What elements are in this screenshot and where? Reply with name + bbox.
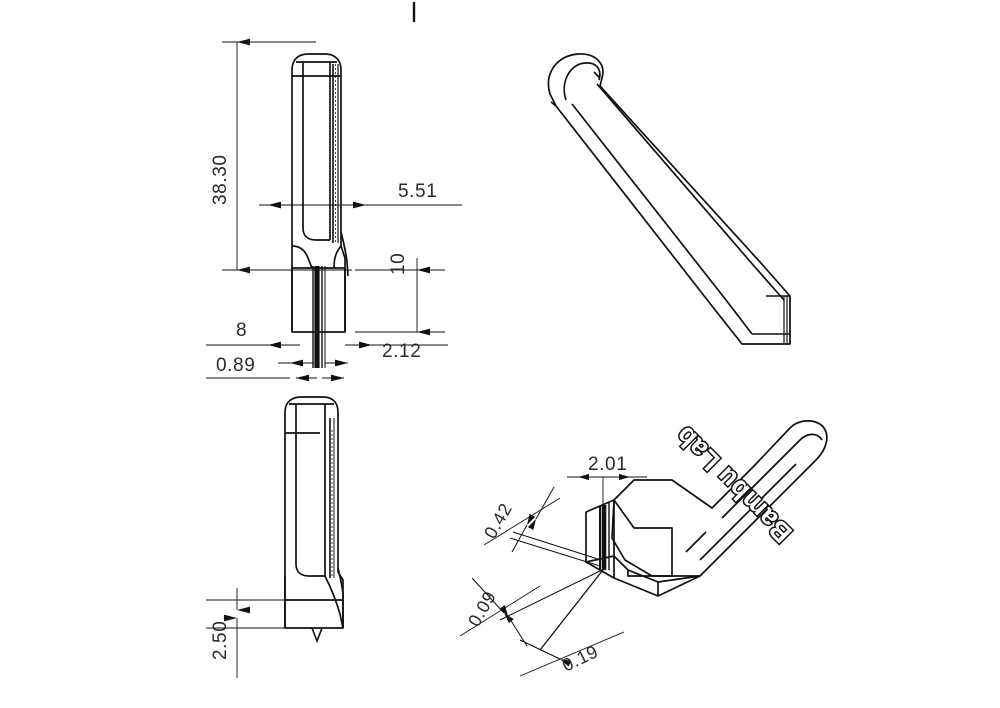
dimension-line (519, 631, 625, 677)
dimension-2-01: 2.01 (567, 454, 647, 518)
dimension-value-2-01: 2.01 (588, 454, 627, 475)
leader-to-feature (499, 569, 603, 621)
handle-edge-short (685, 531, 707, 553)
dimension-38-30: 38.30 (210, 38, 352, 274)
dimension-value-10: 10 (388, 253, 409, 275)
dimension-8: 8 (206, 320, 448, 349)
dimension-10: 10 (355, 253, 445, 336)
arrow-lower (511, 513, 536, 553)
handle-inner-edge-upper (596, 83, 785, 301)
dimension-value-0-89: 0.89 (216, 355, 255, 376)
dimension-5-51: 5.51 (259, 181, 462, 209)
dimension-line (483, 497, 561, 546)
handle-cap-inner (563, 62, 601, 101)
arrow-upper (527, 486, 555, 531)
dimension-value-38-30: 38.30 (210, 154, 231, 205)
end-face-stripes (783, 296, 791, 344)
view-side-elevation: 2.50 (206, 396, 344, 678)
handle-top-contour (721, 433, 823, 519)
arrow-upper (471, 577, 514, 624)
nozzle-body-outline-side (284, 396, 344, 629)
handle-inner-edge-lower (571, 103, 753, 335)
dimension-value-2-12: 2.12 (382, 341, 421, 362)
view-front-elevation: 38.30 5.51 10 (206, 38, 462, 382)
dimension-value-8: 8 (236, 320, 247, 341)
leader-to-feature (509, 537, 601, 567)
handle-bottom-contour (699, 463, 797, 561)
leader-to-feature (539, 565, 607, 651)
bore-section-lines-front (312, 266, 326, 368)
handle-outline-detail (611, 420, 828, 577)
dimension-2-12: 2.12 (278, 341, 421, 367)
view-isometric-outline (547, 53, 791, 345)
handle-cap-joint-left (550, 101, 557, 107)
knurl-strip-front (332, 64, 339, 243)
dimension-value-2-50: 2.50 (210, 621, 231, 660)
leader-to-feature-2 (512, 531, 602, 561)
arrow-lower (499, 605, 528, 647)
handle-body-detail (611, 420, 828, 577)
nozzle-tip-notch-side (311, 627, 323, 644)
dimension-2-50: 2.50 (206, 588, 290, 678)
dimension-value-5-51: 5.51 (398, 181, 437, 202)
knurl-strip-side (329, 418, 335, 578)
handle-cap-joint-right (593, 71, 601, 79)
dimension-0-89: 0.89 (206, 355, 344, 382)
